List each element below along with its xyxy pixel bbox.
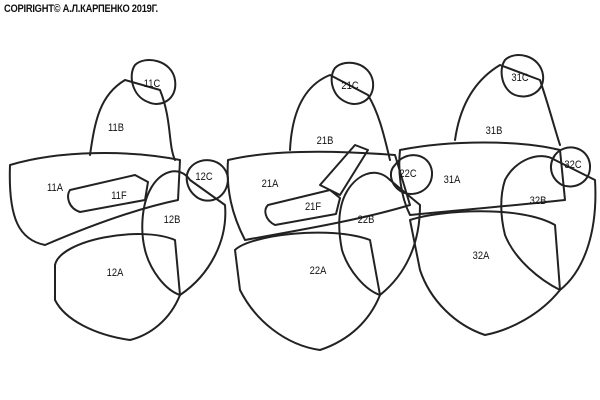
seat-21-backrest [289, 74, 391, 161]
headrest-12c [185, 159, 229, 202]
label-21f: 21F [304, 201, 322, 213]
headrest-21c [330, 61, 375, 105]
copyright-text: COPIRIGHT© А.Л.КАРПЕНКО 2019Г. [4, 3, 158, 15]
seat-32-backrest [500, 155, 597, 291]
label-32a: 32A [472, 250, 490, 262]
center-console [319, 144, 369, 196]
label-21b: 21B [316, 135, 334, 147]
label-31b: 31B [485, 125, 503, 137]
seat-12-cushion [54, 233, 181, 341]
armrest-11f [67, 174, 149, 213]
armrest-21f [264, 189, 341, 226]
label-12b: 12B [163, 214, 181, 226]
headrest-22c [389, 154, 434, 195]
seat-32-cushion [409, 210, 561, 336]
seat-22-cushion [234, 231, 381, 351]
label-32b: 32B [529, 195, 547, 207]
label-22b: 22B [357, 214, 375, 226]
label-11b: 11B [108, 122, 124, 134]
seat-12-backrest [141, 170, 227, 296]
seat-22-backrest [338, 171, 421, 296]
label-31a: 31A [443, 174, 461, 186]
headrest-11c [130, 59, 177, 105]
label-12c: 12C [195, 171, 213, 183]
label-22c: 22C [399, 168, 417, 180]
seat-21-cushion [226, 150, 411, 241]
label-21c: 21C [341, 80, 359, 92]
headrest-32c [549, 146, 592, 188]
label-22a: 22A [309, 265, 327, 277]
seat-11-backrest [89, 79, 176, 161]
label-31c: 31C [511, 72, 529, 84]
label-11c: 11C [143, 78, 161, 90]
label-32c: 32C [564, 159, 582, 171]
label-21a: 21A [261, 178, 279, 190]
label-12a: 12A [106, 267, 124, 279]
label-11f: 11F [111, 190, 127, 202]
headrest-31c [500, 54, 545, 98]
seat-11-cushion [8, 152, 181, 246]
seat-31-cushion [398, 141, 566, 216]
seat-31-backrest [454, 64, 561, 146]
label-11a: 11A [47, 182, 63, 194]
